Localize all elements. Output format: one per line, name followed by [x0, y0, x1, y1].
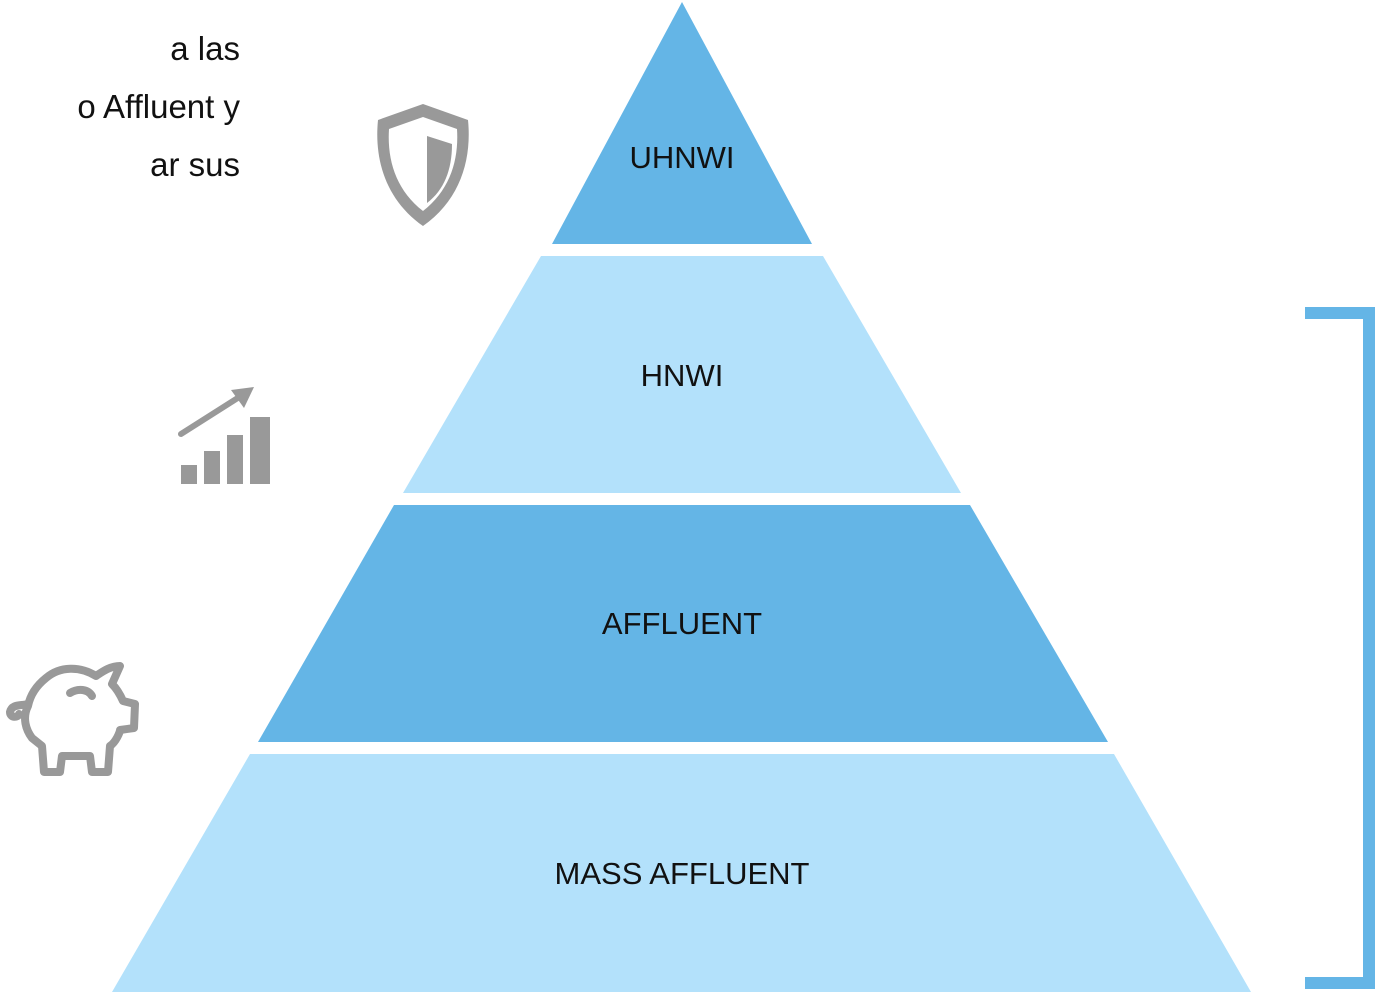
piggy-bank-icon — [6, 662, 139, 776]
tier-mass-affluent-label: MASS AFFLUENT — [555, 856, 810, 891]
intro-text: a las o Affluent y ar sus — [0, 20, 240, 194]
shield-icon — [377, 104, 469, 226]
right-bracket — [1305, 307, 1375, 989]
tier-affluent — [258, 505, 1108, 742]
tier-uhnwi-label: UHNWI — [629, 140, 734, 175]
tier-mass-affluent — [112, 754, 1251, 992]
tier-hnwi — [403, 256, 961, 493]
bar-chart-growth-icon — [178, 387, 270, 484]
intro-line-3: ar sus — [150, 146, 240, 183]
tier-hnwi-label: HNWI — [641, 358, 724, 393]
tier-uhnwi — [552, 2, 812, 244]
intro-line-2: o Affluent y — [77, 88, 240, 125]
intro-line-1: a las — [170, 30, 240, 67]
tier-affluent-label: AFFLUENT — [602, 606, 762, 641]
